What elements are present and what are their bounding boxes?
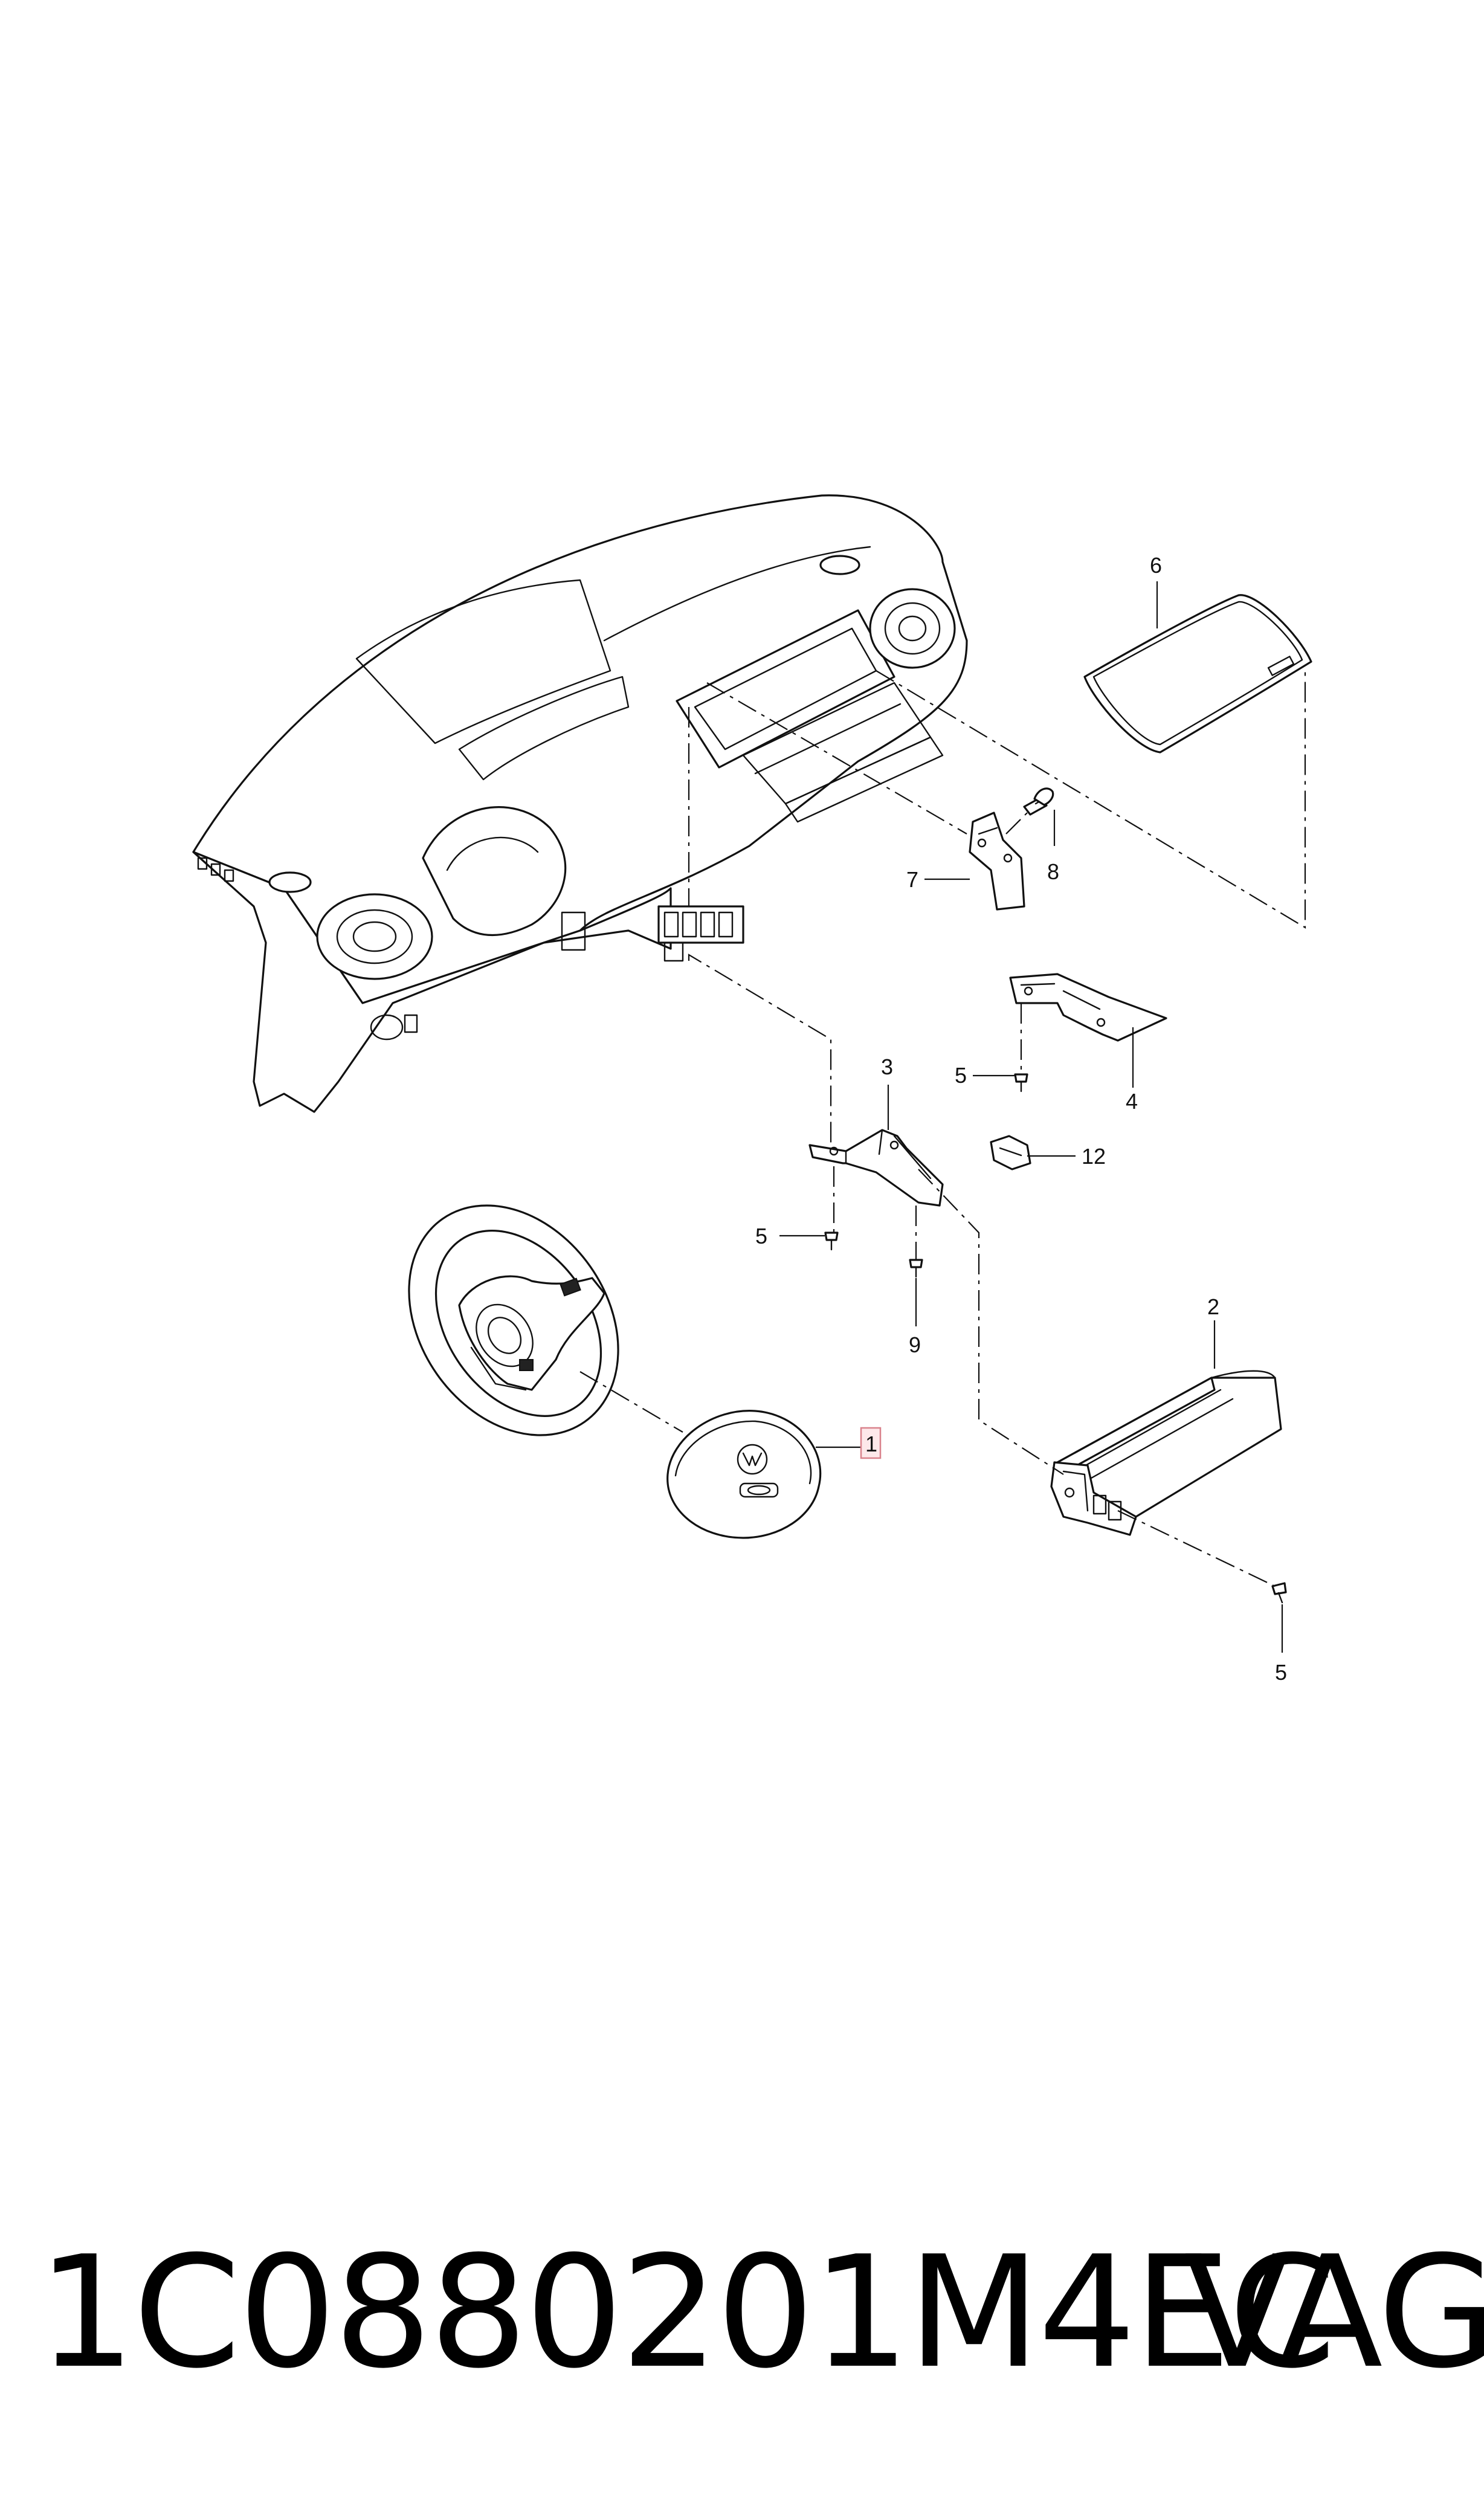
callout-1: 1 <box>865 1432 877 1456</box>
callout-2: 2 <box>1207 1294 1219 1319</box>
callout-8: 8 <box>1047 859 1059 884</box>
part-12-clip <box>990 1135 1031 1170</box>
callout-12: 12 <box>1082 1144 1106 1169</box>
callout-numbers: 6 7 8 3 5 4 12 5 9 2 5 1 <box>755 553 1287 1685</box>
callout-9: 9 <box>909 1332 921 1357</box>
part-4-bracket <box>1009 973 1167 1042</box>
part-1-driver-airbag <box>666 1410 822 1539</box>
callout-5: 5 <box>1275 1660 1287 1685</box>
callout-1-highlight <box>860 1427 882 1459</box>
assembly-lines <box>579 670 1306 1587</box>
part-5-screw <box>824 1232 839 1251</box>
steering-wheel <box>408 1204 619 1436</box>
brand-name: VAG <box>1184 2223 1484 2403</box>
part-9-screw <box>909 1259 923 1278</box>
callout-5: 5 <box>755 1224 767 1248</box>
part-2-passenger-airbag <box>1050 1370 1282 1536</box>
callout-5: 5 <box>955 1063 967 1088</box>
part-5-screw <box>1014 1073 1028 1093</box>
callout-7: 7 <box>906 867 918 892</box>
part-6-cover <box>1083 594 1312 754</box>
part-8-screw <box>1023 787 1054 816</box>
callout-6: 6 <box>1150 553 1162 578</box>
callout-4: 4 <box>1126 1089 1138 1114</box>
callout-leaders <box>779 581 1283 1653</box>
dashboard-illustration <box>192 494 968 1113</box>
part-number: 1C0880201M4EC <box>37 2223 1336 2403</box>
part-7-bracket <box>969 812 1025 911</box>
part-5-screw <box>1271 1582 1287 1604</box>
part-3-bracket <box>808 1129 944 1207</box>
callout-3: 3 <box>881 1054 893 1079</box>
